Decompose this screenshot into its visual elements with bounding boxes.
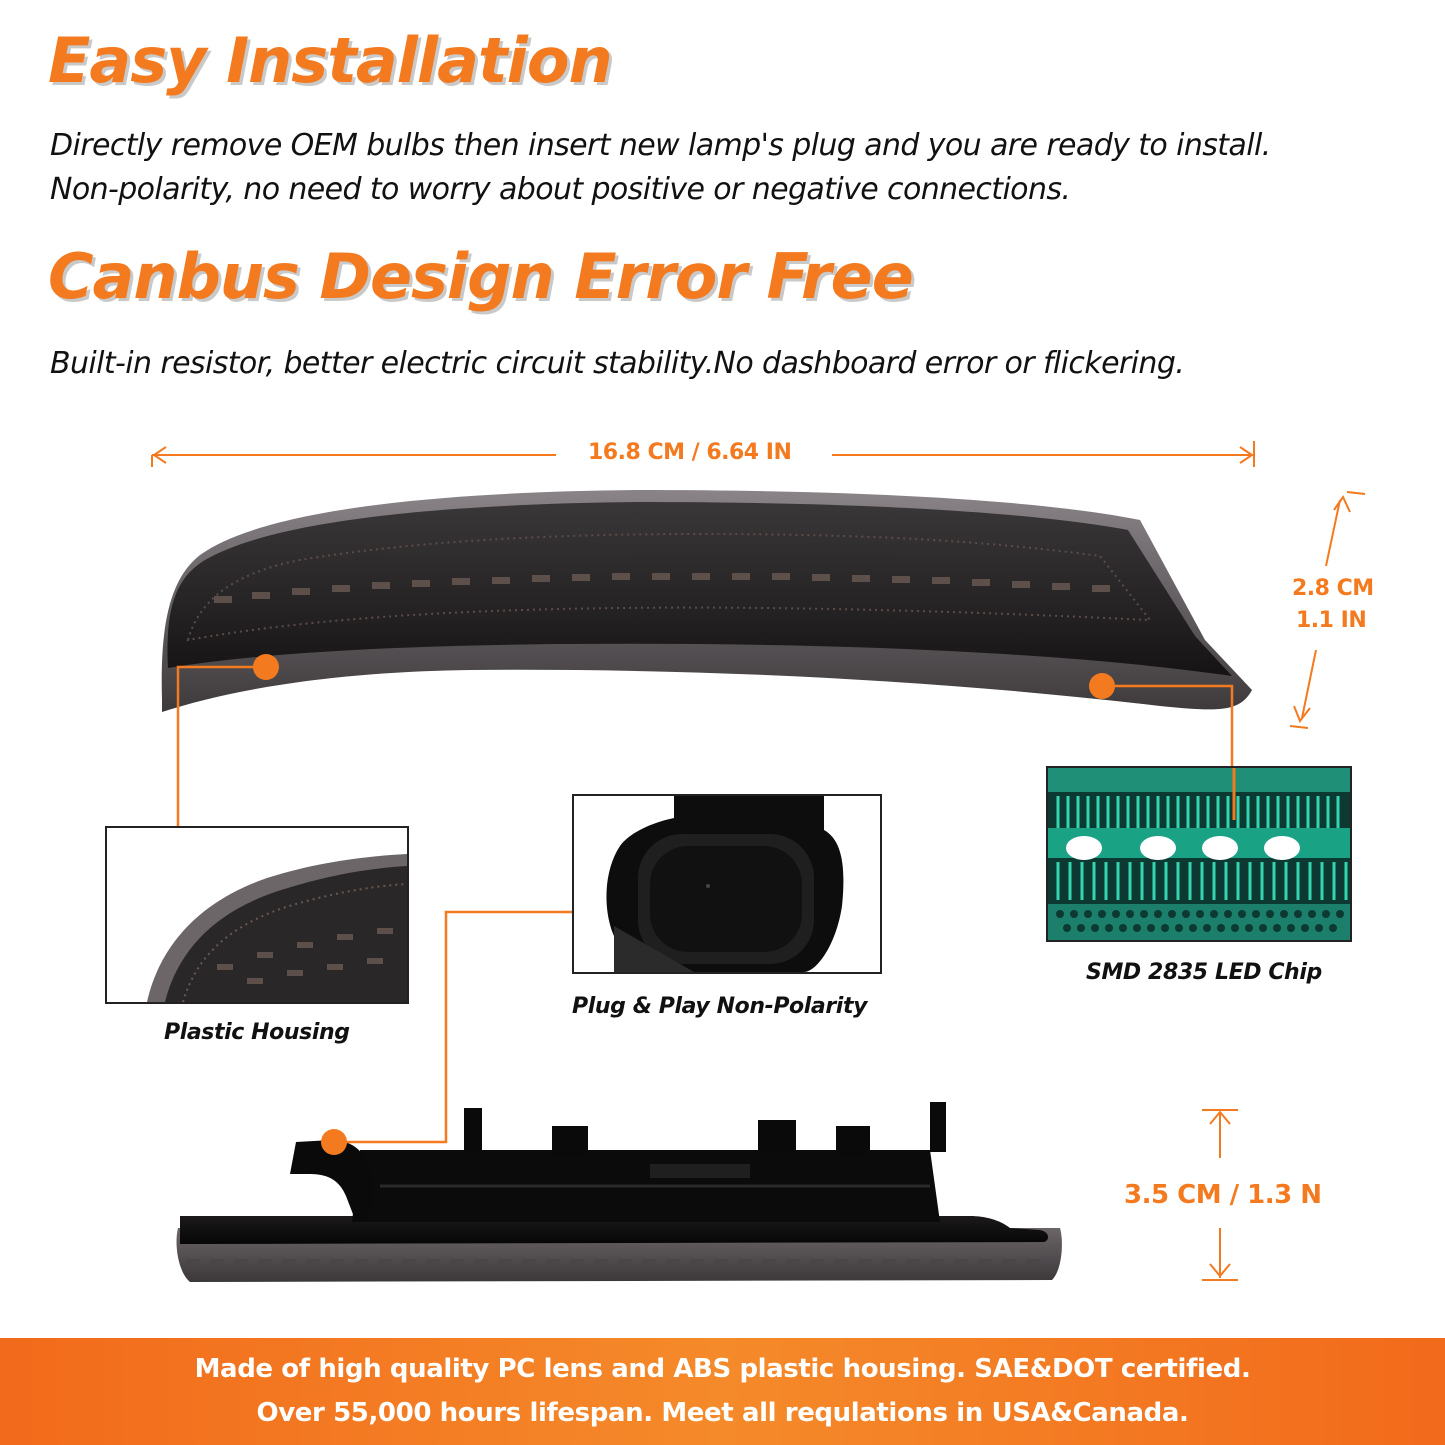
led-chip-caption: SMD 2835 LED Chip <box>1086 960 1322 985</box>
led-chip-inset-image <box>1046 766 1352 942</box>
side-view-lamp <box>176 1102 1062 1282</box>
height-dimension-label-cm: 2.8 CM <box>1292 576 1374 601</box>
callout-dot-chip <box>1089 673 1115 699</box>
plug-inset-image <box>572 794 882 974</box>
install-text-line-2: Non-polarity, no need to worry about pos… <box>50 172 1071 207</box>
curved-marker-lamp <box>161 490 1253 712</box>
depth-dimension-arrow <box>1202 1109 1238 1281</box>
plug-caption: Plug & Play Non-Polarity <box>572 994 868 1019</box>
footer-line-2: Over 55,000 hours lifespan. Meet all req… <box>256 1398 1189 1428</box>
install-text-line-1: Directly remove OEM bulbs then insert ne… <box>50 128 1271 163</box>
width-dimension-arrow <box>151 441 1255 467</box>
led-closeup <box>1048 768 1350 940</box>
footer-line-1: Made of high quality PC lens and ABS pla… <box>194 1354 1251 1384</box>
depth-dimension-label: 3.5 CM / 1.3 N <box>1124 1180 1322 1210</box>
callout-dot-housing <box>253 654 279 680</box>
heading-easy-installation: Easy Installation <box>48 24 613 97</box>
lamp-led-row <box>214 573 1110 603</box>
plug-closeup <box>574 796 880 972</box>
housing-caption: Plastic Housing <box>164 1020 350 1045</box>
width-dimension-label: 16.8 CM / 6.64 IN <box>588 440 792 465</box>
canbus-text-line-1: Built-in resistor, better electric circu… <box>50 346 1185 381</box>
housing-closeup <box>107 828 407 1002</box>
footer-banner: Made of high quality PC lens and ABS pla… <box>0 1338 1445 1445</box>
heading-canbus-design: Canbus Design Error Free <box>48 240 914 313</box>
housing-inset-image <box>105 826 409 1004</box>
callout-dot-plug <box>321 1129 347 1155</box>
height-dimension-arrow <box>1289 491 1366 729</box>
height-dimension-label-in: 1.1 IN <box>1296 608 1367 633</box>
